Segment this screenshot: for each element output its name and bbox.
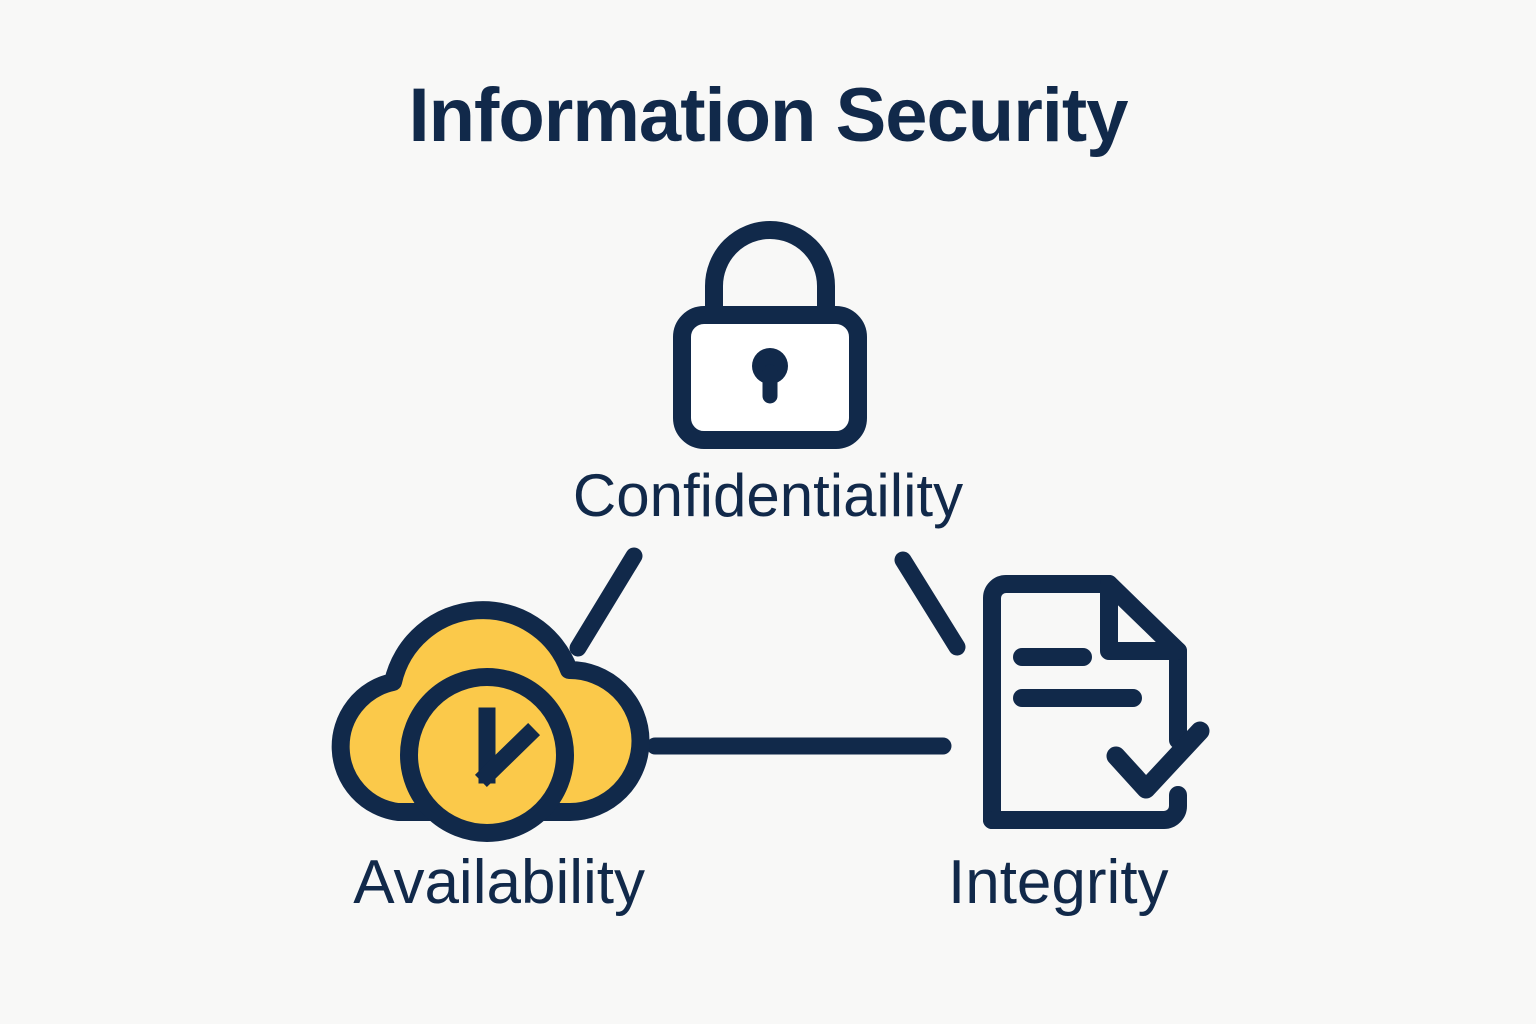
node-label-availability: Availability <box>353 848 645 917</box>
connector-confidentiality-to-integrity <box>894 551 966 656</box>
node-label-confidentiality: Confidentiaility <box>572 462 964 529</box>
padlock-icon <box>673 221 867 449</box>
connector-availability-to-confidentiality <box>569 547 643 657</box>
cloud-clock-icon <box>331 601 650 842</box>
document-check-icon <box>983 575 1210 829</box>
node-label-integrity: Integrity <box>948 848 1169 917</box>
page-title: Information Security <box>408 73 1129 158</box>
